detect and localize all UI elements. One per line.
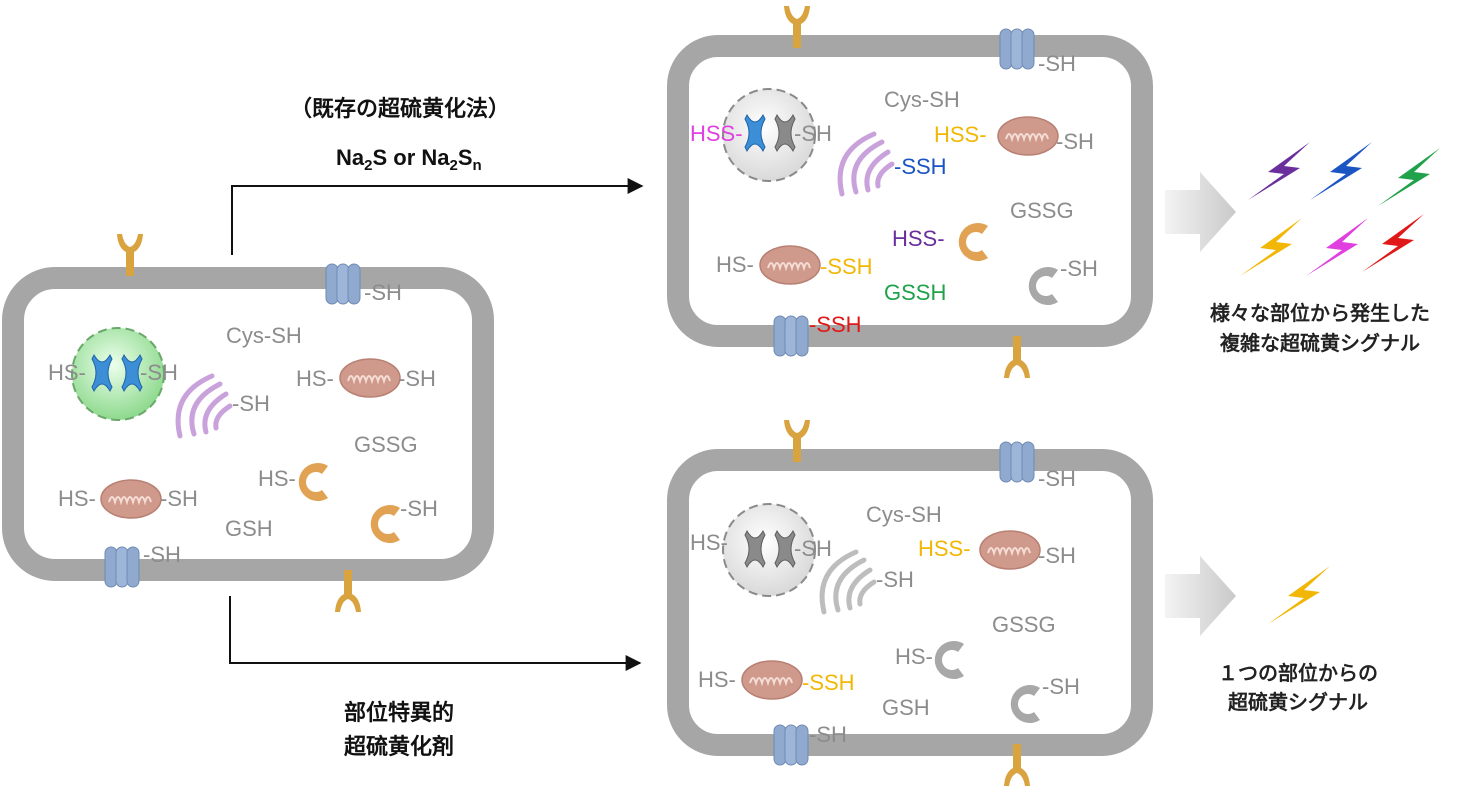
method-bottom-label-2: 超硫黄化剤 xyxy=(344,734,454,759)
method-top-label: （既存の超硫黄化法） xyxy=(290,96,510,121)
ion-channel-icon xyxy=(999,441,1035,483)
lightning-green-icon xyxy=(1378,148,1440,206)
cell-membrane xyxy=(2,267,494,581)
cell-bottom: -SH -SH HS- -SH Cys-SH -SH HSS- -SH GSSG… xyxy=(667,420,1153,786)
ion-channel-icon xyxy=(999,28,1035,70)
method-bottom-label-1: 部位特異的 xyxy=(344,700,454,725)
gssg-label: GSSG xyxy=(354,432,418,457)
lysosome-icon xyxy=(934,641,964,679)
nucleus-sh-label: -SH xyxy=(140,360,178,385)
channel-sh-label: -SH xyxy=(1038,51,1076,76)
mito-sh-label: -SH xyxy=(1038,543,1076,568)
lysosome-icon xyxy=(958,223,988,261)
golgi-sh-label: -SH xyxy=(232,391,270,416)
result-bottom-caption-1: １つの部位からの xyxy=(1218,661,1378,685)
mito-hs-label: HS- xyxy=(296,366,334,391)
arrow-to-top-cell xyxy=(231,178,644,255)
mitochondria-icon xyxy=(100,479,162,519)
lysosome-icon xyxy=(1010,685,1040,723)
gsh-label: GSH xyxy=(882,695,930,720)
nucleus-icon xyxy=(722,88,816,182)
lysosome-hss-label: HSS- xyxy=(892,226,945,251)
reagent-formula: Na2S or Na2Sn xyxy=(336,145,482,174)
cell-membrane xyxy=(667,35,1153,347)
lysosome-sh-label: -SH xyxy=(1042,674,1080,699)
mito-ssh-label: -SSH xyxy=(802,670,855,695)
lysosome-hs-label: HS- xyxy=(258,466,296,491)
ion-channel-icon xyxy=(773,724,809,766)
channel-bottom-sh-label: -SH xyxy=(143,542,181,567)
lightning-yellow-icon xyxy=(1240,218,1302,276)
mito-hs-label: HS- xyxy=(698,667,736,692)
mito-hss-label: HSS- xyxy=(918,536,971,561)
lightning-red-icon xyxy=(1362,214,1424,272)
lysosome-sh-label: -SH xyxy=(1060,256,1098,281)
arrow-to-bottom-cell xyxy=(229,596,642,671)
mitochondria-icon xyxy=(979,530,1041,570)
cell-left: -SH -SH HS- -SH Cys-SH -SH HS- -SH GSSG … xyxy=(2,234,494,612)
channel-sh-label: -SH xyxy=(1038,466,1076,491)
ion-channel-icon xyxy=(773,315,809,357)
mito-hs-label: HS- xyxy=(58,486,96,511)
lightning-yellow-icon xyxy=(1268,566,1330,624)
nucleus-sh-label: -SH xyxy=(794,121,832,146)
gssg-label: GSSG xyxy=(1010,198,1074,223)
gssh-label: GSSH xyxy=(884,280,946,305)
lightning-purple-icon xyxy=(1248,142,1310,200)
cell-top: -SH -SSH HSS- -SH Cys-SH -SSH HSS- -SH G… xyxy=(667,6,1153,378)
result-arrow-top xyxy=(1165,172,1236,252)
result-top-caption-1: 様々な部位から発生した xyxy=(1210,301,1430,325)
golgi-icon xyxy=(840,134,892,194)
mitochondria-icon xyxy=(997,116,1059,156)
golgi-icon xyxy=(178,376,230,436)
gsh-label: GSH xyxy=(225,516,273,541)
golgi-sh-label: -SH xyxy=(876,567,914,592)
result-top-caption-2: 複雑な超硫黄シグナル xyxy=(1220,331,1420,355)
lysosome-icon xyxy=(298,463,328,501)
mitochondria-icon xyxy=(759,245,821,285)
cys-sh-label: Cys-SH xyxy=(884,87,960,112)
nucleus-hs-label: HS- xyxy=(690,530,728,555)
cell-membrane xyxy=(667,449,1153,756)
lightning-magenta-icon xyxy=(1306,218,1368,276)
result-bottom-caption-2: 超硫黄シグナル xyxy=(1227,690,1368,714)
mito-hs-label: HS- xyxy=(716,252,754,277)
lysosome-sh-label: -SH xyxy=(400,496,438,521)
channel-bottom-ssh-label: -SSH xyxy=(809,312,862,337)
lysosome-icon xyxy=(370,505,400,543)
mito-ssh-label: -SSH xyxy=(820,254,873,279)
result-arrow-bottom xyxy=(1165,556,1236,636)
nucleus-icon xyxy=(722,503,816,597)
mito-sh-label: -SH xyxy=(398,366,436,391)
mitochondria-icon xyxy=(741,660,803,700)
channel-bottom-sh-label: -SH xyxy=(809,722,847,747)
mito-hss-label: HSS- xyxy=(934,122,987,147)
ion-channel-icon xyxy=(325,263,361,305)
mitochondria-icon xyxy=(339,358,401,398)
golgi-icon xyxy=(822,552,874,612)
gssg-label: GSSG xyxy=(992,612,1056,637)
lysosome-icon xyxy=(1028,267,1058,305)
ion-channel-icon xyxy=(104,546,140,588)
nucleus-sh-label: -SH xyxy=(794,536,832,561)
channel-sh-label: -SH xyxy=(364,280,402,305)
nucleus-hss-label: HSS- xyxy=(690,121,743,146)
mito-sh-label: -SH xyxy=(160,486,198,511)
mito-sh-label: -SH xyxy=(1056,129,1094,154)
lightning-blue-icon xyxy=(1310,142,1372,200)
nucleus-icon xyxy=(71,327,165,421)
nucleus-hs-label: HS- xyxy=(48,360,86,385)
golgi-ssh-label: -SSH xyxy=(894,154,947,179)
lysosome-hs-label: HS- xyxy=(895,644,933,669)
cys-sh-label: Cys-SH xyxy=(226,323,302,348)
cys-sh-label: Cys-SH xyxy=(866,502,942,527)
